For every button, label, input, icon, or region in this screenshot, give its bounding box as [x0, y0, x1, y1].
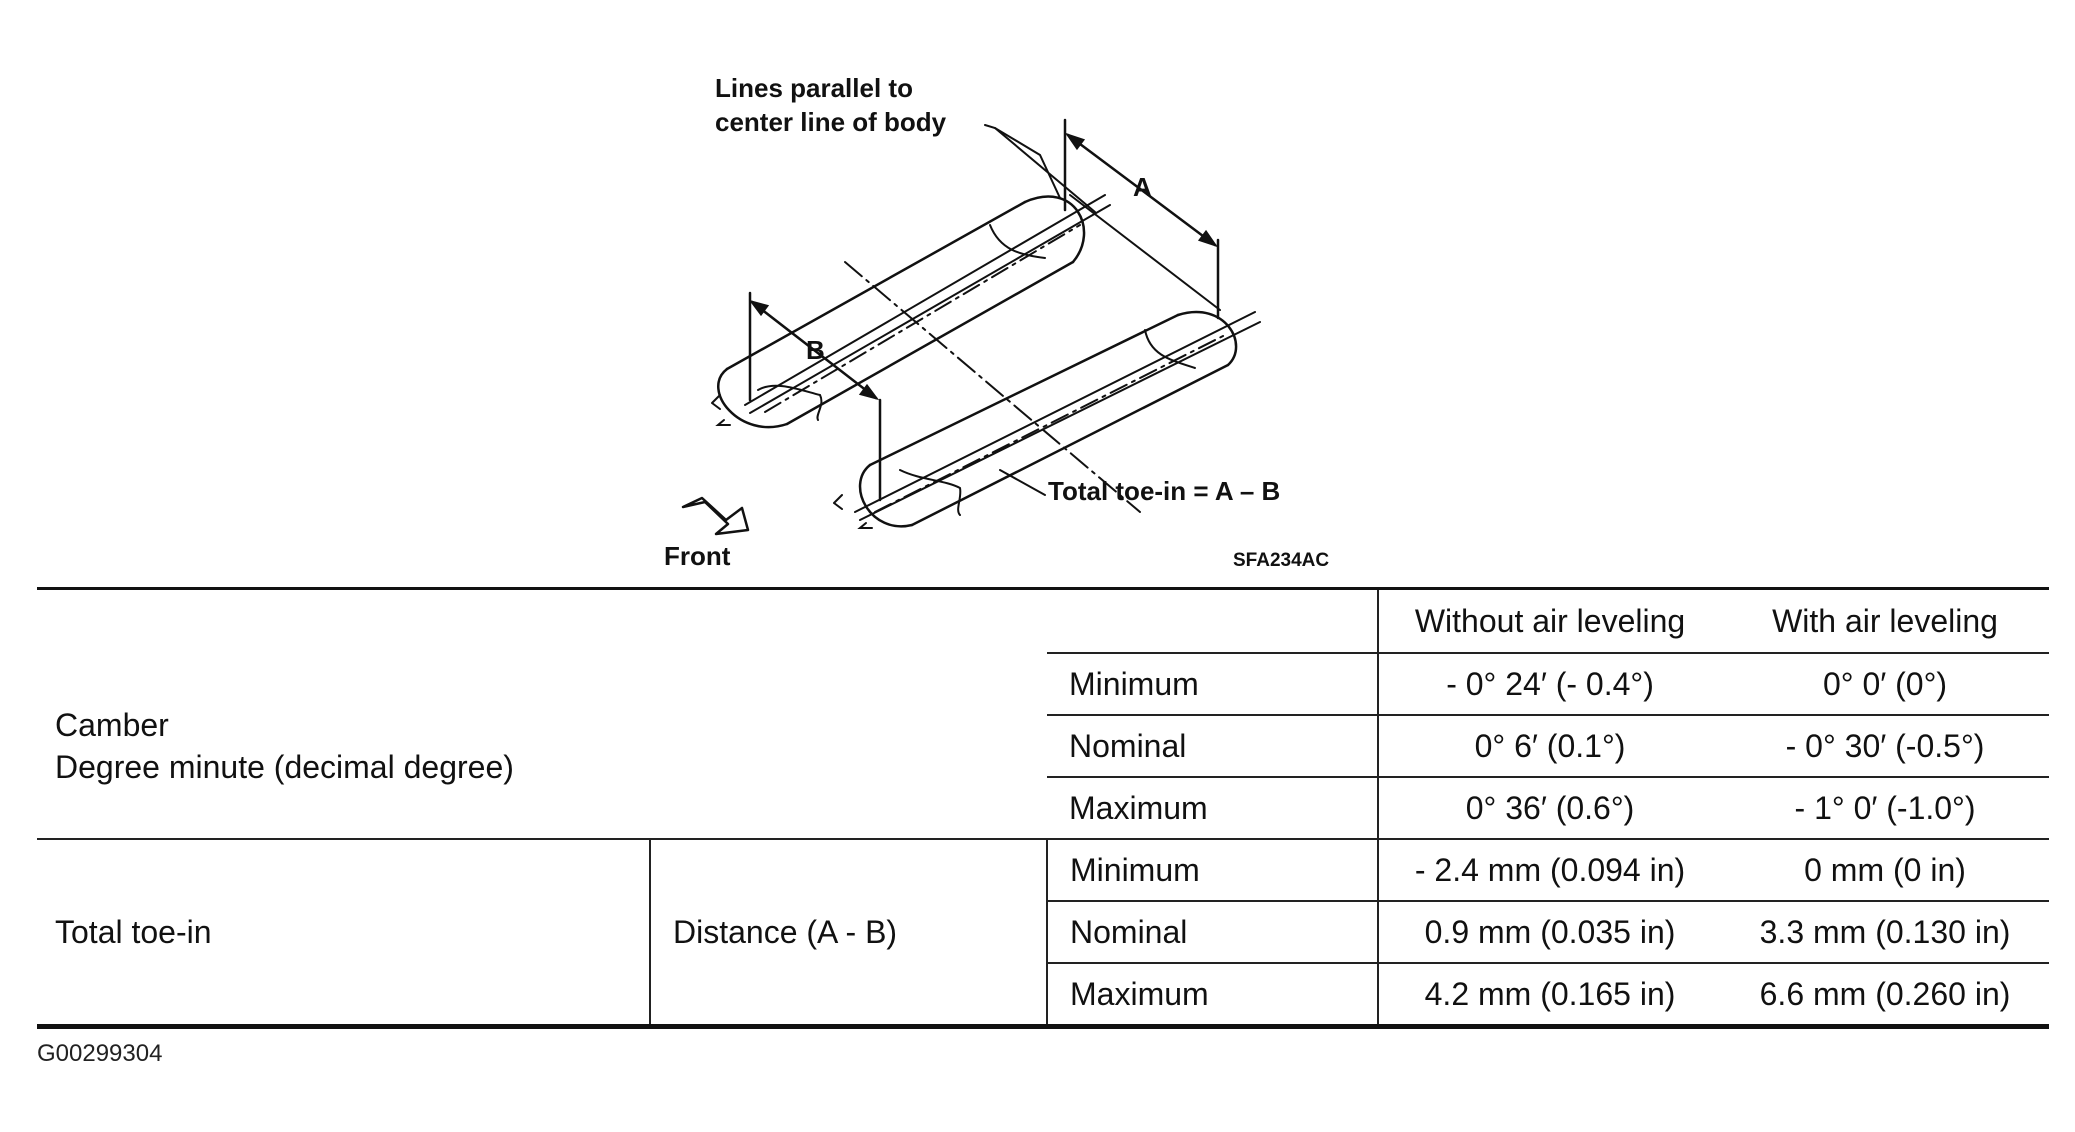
- table-row: Maximum 4.2 mm (0.165 in) 6.6 mm (0.260 …: [37, 962, 2050, 1029]
- table-row: Camber Degree minute (decimal degree) Mi…: [37, 652, 2050, 785]
- camber-subtitle: Degree minute (decimal degree): [55, 748, 514, 785]
- cell-with: 0 mm (0 in): [1721, 838, 2050, 901]
- front-arrow-icon: [681, 496, 750, 536]
- cell-without: - 2.4 mm (0.094 in): [1377, 838, 1722, 901]
- label-dimension-a: A: [1133, 172, 1152, 202]
- cell-without: 0.9 mm (0.035 in): [1377, 900, 1722, 963]
- row-name: Maximum: [1045, 962, 1379, 1029]
- label-front: Front: [664, 541, 731, 571]
- cell-without: 0° 6′ (0.1°): [1377, 714, 1722, 777]
- document-code: G00299304: [37, 1040, 163, 1067]
- camber-title: Camber: [55, 706, 169, 743]
- right-wheel-outline: [858, 310, 1238, 528]
- cell-without: 0° 36′ (0.6°): [1377, 776, 1722, 839]
- row-name: Minimum: [1045, 838, 1379, 901]
- table-row: Maximum 0° 36′ (0.6°) - 1° 0′ (-1.0°): [37, 776, 2050, 839]
- header-with-air-leveling: With air leveling: [1721, 587, 2050, 653]
- label-dimension-b: B: [806, 335, 825, 365]
- camber-label: Camber Degree minute (decimal degree): [37, 653, 1047, 839]
- cell-with: 0° 0′ (0°): [1721, 652, 2050, 715]
- table-row: Nominal 0.9 mm (0.035 in) 3.3 mm (0.130 …: [37, 900, 2050, 963]
- cell-with: 6.6 mm (0.260 in): [1721, 962, 2050, 1029]
- cell-without: - 0° 24′ (- 0.4°): [1377, 652, 1722, 715]
- figure-code: SFA234AC: [1233, 550, 1329, 571]
- label-lines-parallel-1: Lines parallel to: [715, 73, 913, 103]
- table-row: Nominal 0° 6′ (0.1°) - 0° 30′ (-0.5°): [37, 714, 2050, 777]
- cell-with: - 1° 0′ (-1.0°): [1721, 776, 2050, 839]
- label-lines-parallel-2: center line of body: [715, 107, 947, 137]
- table-header-row: Without air leveling With air leveling: [37, 587, 2050, 653]
- left-wheel-outline: [717, 195, 1086, 429]
- total-toe-in-label: Total toe-in: [37, 838, 650, 1029]
- header-without-air-leveling: Without air leveling: [1377, 587, 1722, 653]
- row-name: Nominal: [1047, 714, 1379, 777]
- toe-in-diagram: Lines parallel to center line of body A …: [664, 73, 1329, 571]
- alignment-spec-table: Without air leveling With air leveling C…: [37, 587, 2050, 1029]
- cell-with: - 0° 30′ (-0.5°): [1721, 714, 2050, 777]
- cell-with: 3.3 mm (0.130 in): [1721, 900, 2050, 963]
- row-name: Maximum: [1047, 776, 1379, 839]
- row-name: Nominal: [1045, 900, 1379, 963]
- distance-label: Distance (A - B): [649, 838, 1047, 1029]
- label-total-toe-in: Total toe-in = A – B: [1048, 476, 1280, 506]
- row-name: Minimum: [1047, 652, 1379, 715]
- table-row: Total toe-in Distance (A - B) Minimum - …: [37, 838, 2050, 1029]
- cell-without: 4.2 mm (0.165 in): [1377, 962, 1722, 1029]
